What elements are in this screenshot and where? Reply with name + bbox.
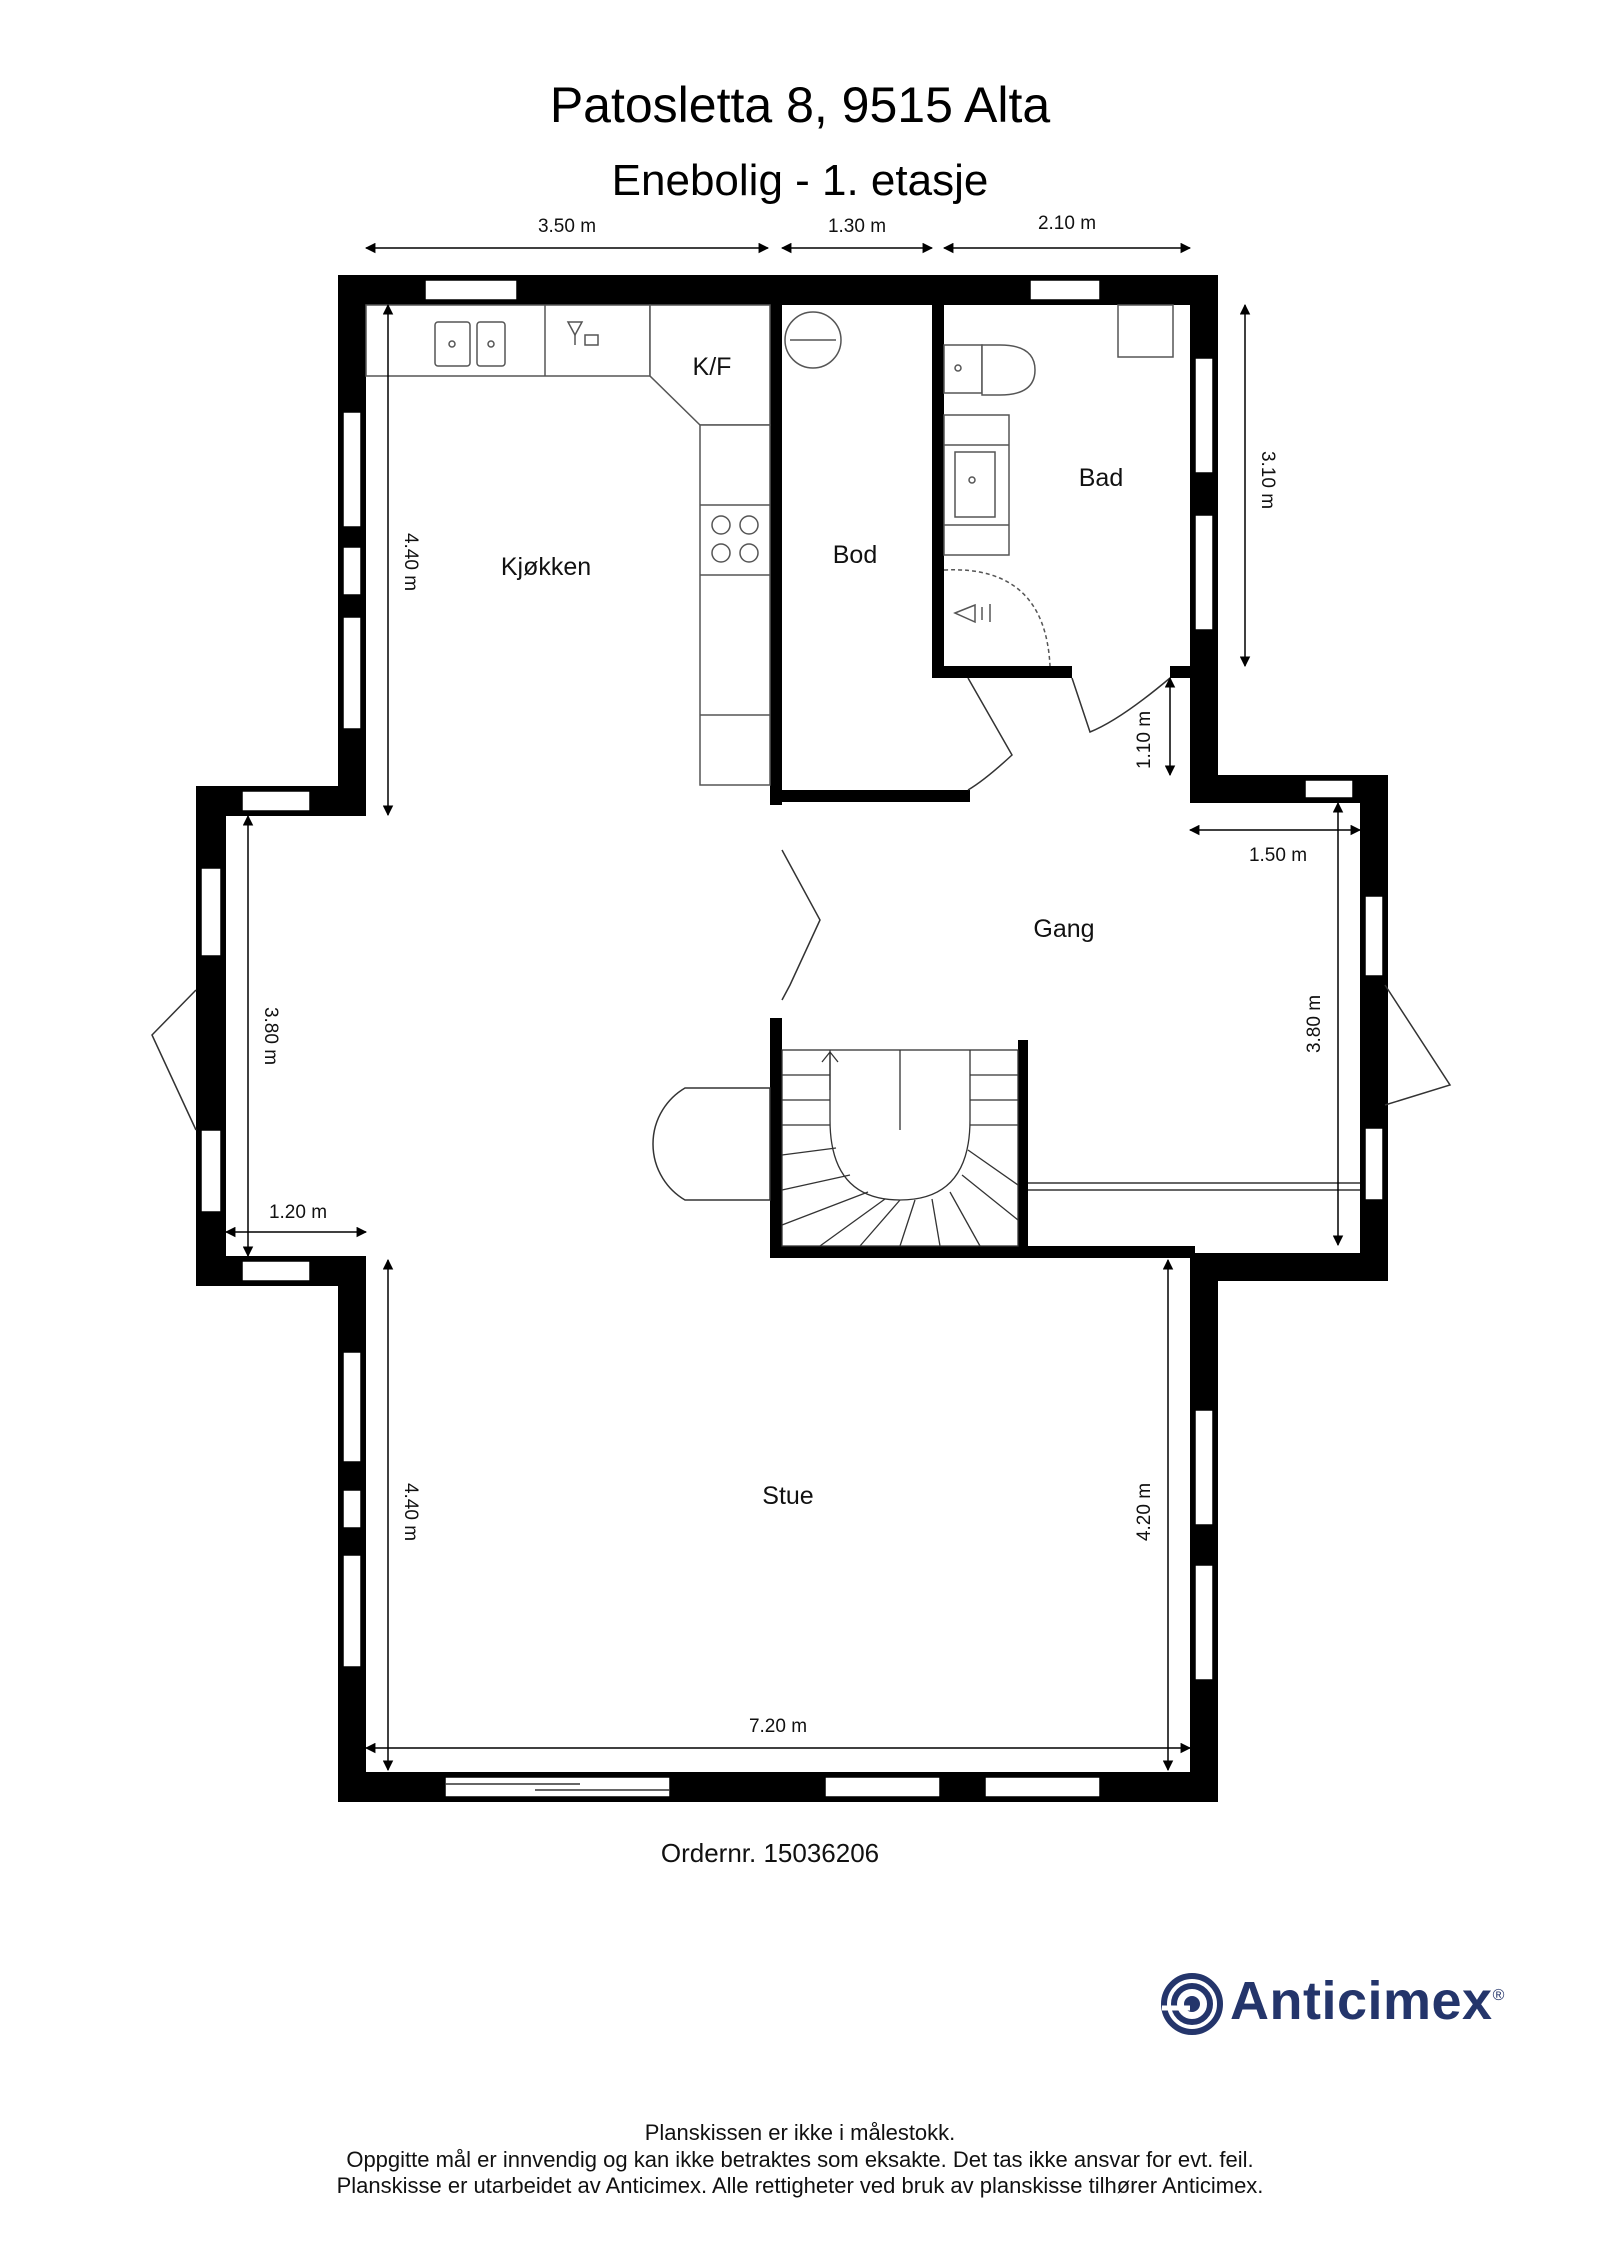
dim-living-width: 7.20 m: [749, 1716, 807, 1737]
shower-icon: [943, 569, 1051, 667]
address-title: Patosletta 8, 9515 Alta: [549, 77, 1051, 133]
room-bath: Bad: [1079, 464, 1123, 492]
dim-bath-offset: 1.10 m: [1134, 711, 1155, 769]
staircase: [781, 1049, 1019, 1247]
room-kf: K/F: [693, 353, 732, 381]
dim-top-mid: 1.30 m: [828, 216, 886, 237]
disclaimer-line-2: Oppgitte mål er innvendig og kan ikke be…: [346, 2147, 1254, 2172]
order-number: Ordernr. 15036206: [660, 1838, 880, 1868]
anticimex-logo: Anticimex®: [1160, 1968, 1540, 2038]
disclaimer-line-1: Planskissen er ikke i målestokk.: [644, 2120, 956, 2145]
dim-hall-height: 3.80 m: [1304, 995, 1325, 1053]
dim-right-bath: 3.10 m: [1257, 451, 1278, 509]
sink-icon: [434, 321, 506, 367]
dim-kitchen-height: 4.40 m: [400, 533, 421, 591]
stove-icon: [711, 515, 759, 563]
room-kitchen: Kjøkken: [501, 553, 591, 581]
dim-top-left: 3.50 m: [538, 216, 596, 237]
dimension-labels: 3.50 m 1.30 m 2.10 m 3.10 m 4.40 m 1.10 …: [260, 213, 1325, 1737]
dim-living-left: 4.40 m: [400, 1483, 421, 1541]
disclaimer-line-3: Planskisse er utarbeidet av Anticimex. A…: [336, 2173, 1264, 2198]
room-living: Stue: [762, 1482, 813, 1510]
dishwasher-icon: [566, 321, 599, 346]
dim-left-bay: 3.80 m: [260, 1007, 281, 1065]
floor-subtitle: Enebolig - 1. etasje: [611, 156, 989, 205]
logo-wordmark: Anticimex®: [1230, 1971, 1505, 2031]
dim-top-right: 2.10 m: [1038, 213, 1096, 234]
interior-walls: [770, 300, 1195, 1258]
windows: [200, 279, 1384, 1798]
water-heater-icon: [784, 311, 842, 369]
room-storage: Bod: [833, 541, 877, 569]
floor-plan: 3.50 m 1.30 m 2.10 m 3.10 m 4.40 m 1.10 …: [151, 213, 1452, 1802]
dim-hall-offset: 1.50 m: [1249, 845, 1307, 866]
dim-bay-depth: 1.20 m: [269, 1202, 327, 1223]
dimension-lines: [224, 242, 1362, 1772]
room-hall: Gang: [1033, 915, 1094, 943]
doors: [151, 677, 1452, 1791]
bath-fixtures: [943, 304, 1174, 556]
dim-living-right: 4.20 m: [1134, 1483, 1155, 1541]
anticimex-swirl-icon: [1161, 1973, 1223, 2035]
room-labels: Kjøkken K/F Bod Bad Gang Stue: [501, 353, 1123, 1510]
